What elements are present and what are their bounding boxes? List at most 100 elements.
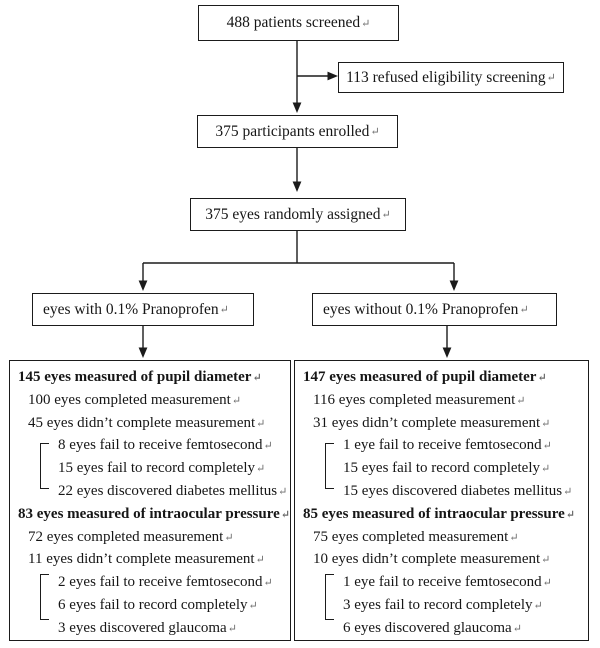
arm-without-pranoprofen-label: eyes without 0.1% Pranoprofen bbox=[323, 300, 519, 318]
outcomes-panel-without-pranoprofen: 147 eyes measured of pupil diameter↵ 116… bbox=[294, 360, 589, 641]
outcome-reason-text: 15 eyes fail to record completely bbox=[58, 460, 256, 477]
return-mark: ↵ bbox=[381, 209, 391, 221]
outcomes-panel-with-pranoprofen: 145 eyes measured of pupil diameter↵ 100… bbox=[9, 360, 291, 641]
participants-enrolled-label: 375 participants enrolled bbox=[215, 122, 370, 140]
return-mark: ↵ bbox=[280, 508, 291, 521]
outcome-completed: 72 eyes completed measurement↵ bbox=[28, 527, 282, 550]
outcome-reason-text: 6 eyes discovered glaucoma bbox=[343, 619, 512, 636]
return-mark: ↵ bbox=[219, 304, 229, 316]
outcome-not-completed: 31 eyes didn’t complete measurement↵ bbox=[313, 413, 580, 436]
reason-bracket bbox=[40, 443, 49, 489]
outcome-line-text: 45 eyes didn’t complete measurement bbox=[28, 414, 256, 431]
return-mark: ↵ bbox=[263, 440, 273, 453]
return-mark: ↵ bbox=[256, 417, 266, 430]
outcome-reason: 15 eyes fail to record completely↵ bbox=[343, 458, 580, 481]
outcome-header-text: 145 eyes measured of pupil diameter bbox=[18, 369, 252, 385]
outcome-reason: 6 eyes fail to record completely↵ bbox=[58, 595, 282, 618]
outcome-reason: 1 eye fail to receive femtosecond↵ bbox=[343, 435, 580, 458]
outcome-reason: 22 eyes discovered diabetes mellitus↵ bbox=[58, 481, 287, 504]
outcome-reason-text: 3 eyes discovered glaucoma bbox=[58, 619, 227, 636]
outcome-line-text: 100 eyes completed measurement bbox=[28, 391, 231, 408]
return-mark: ↵ bbox=[541, 463, 551, 476]
return-mark: ↵ bbox=[516, 394, 526, 407]
outcome-line-text: 31 eyes didn’t complete measurement bbox=[313, 414, 541, 431]
randomly-assigned-label: 375 eyes randomly assigned bbox=[205, 205, 381, 223]
outcome-reason: 3 eyes fail to record completely↵ bbox=[343, 595, 580, 618]
return-mark: ↵ bbox=[541, 554, 551, 567]
outcome-not-completed: 45 eyes didn’t complete measurement↵ bbox=[28, 413, 282, 436]
box-arm-with-pranoprofen: eyes with 0.1% Pranoprofen↵ bbox=[32, 293, 254, 326]
outcome-header-text: 85 eyes measured of intraocular pressure bbox=[303, 505, 565, 522]
box-arm-without-pranoprofen: eyes without 0.1% Pranoprofen↵ bbox=[312, 293, 557, 326]
return-mark: ↵ bbox=[542, 577, 552, 590]
outcome-header-iop: 85 eyes measured of intraocular pressure… bbox=[303, 504, 580, 527]
return-mark: ↵ bbox=[256, 463, 266, 476]
outcome-header-pupil: 145 eyes measured of pupil diameter↵ bbox=[18, 367, 282, 390]
outcome-reason-text: 15 eyes fail to record completely bbox=[343, 460, 541, 477]
outcome-reason-text: 3 eyes fail to record completely bbox=[343, 596, 533, 613]
outcome-completed: 100 eyes completed measurement↵ bbox=[28, 390, 282, 413]
reason-bracket bbox=[40, 574, 49, 620]
randomization-split-connector bbox=[138, 231, 459, 291]
outcome-line-text: 75 eyes completed measurement bbox=[313, 528, 509, 545]
outcome-completed: 75 eyes completed measurement↵ bbox=[313, 527, 580, 550]
box-randomly-assigned: 375 eyes randomly assigned↵ bbox=[190, 198, 406, 231]
arrow-enrolled-to-randomized bbox=[292, 148, 302, 192]
outcome-reason-text: 22 eyes discovered diabetes mellitus bbox=[58, 482, 278, 499]
return-mark: ↵ bbox=[263, 577, 273, 590]
outcome-header-pupil: 147 eyes measured of pupil diameter↵ bbox=[303, 367, 580, 390]
arrow-arm-left-to-outcomes bbox=[138, 326, 148, 358]
return-mark: ↵ bbox=[248, 599, 258, 612]
outcome-not-completed: 11 eyes didn’t complete measurement↵ bbox=[28, 549, 282, 572]
arm-with-pranoprofen-label: eyes with 0.1% Pranoprofen bbox=[43, 300, 219, 318]
outcome-reason: 1 eye fail to receive femtosecond↵ bbox=[343, 572, 580, 595]
return-mark: ↵ bbox=[227, 622, 237, 635]
return-mark: ↵ bbox=[370, 126, 380, 138]
return-mark: ↵ bbox=[537, 372, 547, 384]
outcome-line-text: 10 eyes didn’t complete measurement bbox=[313, 551, 541, 568]
return-mark: ↵ bbox=[224, 531, 234, 544]
outcome-reason: 2 eyes fail to receive femtosecond↵ bbox=[58, 572, 282, 595]
outcome-reason-text: 6 eyes fail to record completely bbox=[58, 596, 248, 613]
outcome-header-text: 147 eyes measured of pupil diameter bbox=[303, 369, 537, 385]
outcome-reason-text: 1 eye fail to receive femtosecond bbox=[343, 437, 542, 454]
return-mark: ↵ bbox=[361, 17, 371, 30]
return-mark: ↵ bbox=[252, 372, 262, 384]
outcome-header-iop: 83 eyes measured of intraocular pressure… bbox=[18, 504, 290, 527]
return-mark: ↵ bbox=[255, 554, 265, 567]
box-refused-screening: 113 refused eligibility screening↵ bbox=[338, 62, 564, 93]
outcome-reason-text: 2 eyes fail to receive femtosecond bbox=[58, 574, 263, 591]
return-mark: ↵ bbox=[541, 417, 551, 430]
arrow-refused-branch bbox=[297, 71, 338, 81]
return-mark: ↵ bbox=[509, 531, 519, 544]
return-mark: ↵ bbox=[565, 508, 576, 521]
return-mark: ↵ bbox=[278, 485, 288, 498]
return-mark: ↵ bbox=[533, 599, 543, 612]
outcome-reason: 3 eyes discovered glaucoma↵ bbox=[58, 618, 282, 641]
refused-screening-label: 113 refused eligibility screening bbox=[346, 68, 546, 86]
return-mark: ↵ bbox=[231, 394, 242, 407]
box-patients-screened: 488 patients screened↵ bbox=[198, 5, 399, 41]
outcome-reason-text: 15 eyes discovered diabetes mellitus bbox=[343, 482, 563, 499]
outcome-reason-text: 8 eyes fail to receive femtosecond bbox=[58, 437, 263, 454]
outcome-line-text: 11 eyes didn’t complete measurement bbox=[28, 551, 255, 568]
arrow-screened-to-enrolled bbox=[292, 41, 302, 113]
return-mark: ↵ bbox=[512, 622, 522, 635]
return-mark: ↵ bbox=[519, 304, 529, 316]
return-mark: ↵ bbox=[546, 72, 556, 84]
arrow-arm-right-to-outcomes bbox=[442, 326, 452, 358]
outcome-reason: 6 eyes discovered glaucoma↵ bbox=[343, 618, 580, 641]
box-participants-enrolled: 375 participants enrolled↵ bbox=[197, 115, 398, 148]
return-mark: ↵ bbox=[563, 485, 573, 498]
outcome-reason: 8 eyes fail to receive femtosecond↵ bbox=[58, 435, 282, 458]
outcome-line-text: 116 eyes completed measurement bbox=[313, 391, 516, 408]
reason-bracket bbox=[325, 574, 334, 620]
reason-bracket bbox=[325, 443, 334, 489]
return-mark: ↵ bbox=[542, 440, 552, 453]
outcome-line-text: 72 eyes completed measurement bbox=[28, 528, 224, 545]
patients-screened-label: 488 patients screened bbox=[226, 14, 361, 31]
outcome-reason: 15 eyes discovered diabetes mellitus↵ bbox=[343, 481, 580, 504]
outcome-not-completed: 10 eyes didn’t complete measurement↵ bbox=[313, 549, 580, 572]
